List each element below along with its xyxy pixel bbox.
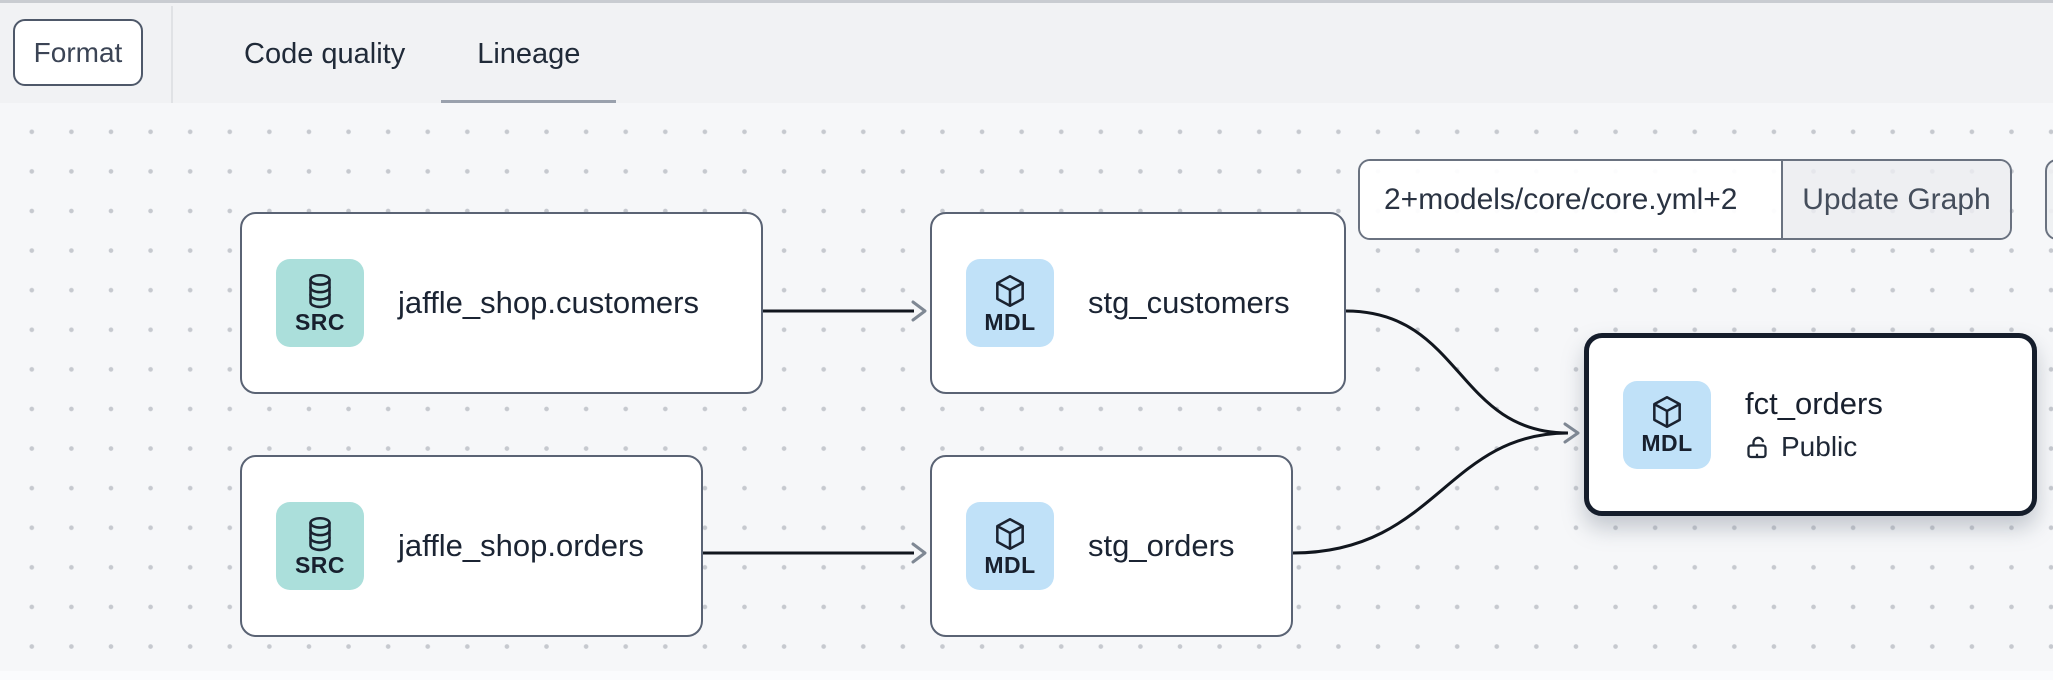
tab-lineage[interactable]: Lineage [441, 3, 617, 106]
cube-icon [1648, 394, 1686, 430]
badge-label: MDL [1641, 430, 1693, 456]
tab-bar: Code quality Lineage [208, 3, 617, 106]
model-badge: MDL [966, 259, 1054, 347]
node-text: fct_orders Public [1745, 386, 1883, 463]
node-label: fct_orders [1745, 386, 1883, 421]
model-badge: MDL [1623, 380, 1711, 469]
node-label: stg_orders [1088, 528, 1235, 563]
canvas-bottom-strip [0, 671, 2053, 680]
lineage-node-jaffle-shop-customers[interactable]: SRC jaffle_shop.customers [240, 212, 763, 394]
tab-code-quality[interactable]: Code quality [244, 38, 406, 70]
cube-icon [991, 273, 1029, 309]
database-icon [301, 516, 339, 552]
cube-icon [991, 516, 1029, 552]
source-badge: SRC [276, 502, 364, 590]
lineage-node-fct-orders-selected[interactable]: MDL fct_orders Public [1584, 333, 2037, 516]
update-graph-button[interactable]: Update Graph [1781, 161, 2010, 238]
toolbar-divider [171, 6, 173, 106]
unlock-icon [1745, 434, 1771, 460]
lineage-selector-group: Update Graph [1358, 159, 2012, 240]
badge-label: MDL [984, 308, 1036, 335]
model-badge: MDL [966, 502, 1054, 590]
lineage-node-stg-customers[interactable]: MDL stg_customers [930, 212, 1346, 394]
clipped-right-control[interactable] [2045, 159, 2053, 240]
lineage-node-jaffle-shop-orders[interactable]: SRC jaffle_shop.orders [240, 455, 703, 637]
badge-label: MDL [984, 551, 1036, 578]
badge-label: SRC [294, 308, 346, 335]
source-badge: SRC [276, 259, 364, 347]
node-label: jaffle_shop.customers [398, 285, 699, 320]
access-label: Public [1781, 431, 1858, 462]
badge-label: SRC [294, 551, 346, 578]
node-label: jaffle_shop.orders [398, 528, 644, 563]
node-label: stg_customers [1088, 285, 1290, 320]
format-button[interactable]: Format [13, 19, 143, 86]
access-row: Public [1745, 431, 1883, 463]
lineage-node-stg-orders[interactable]: MDL stg_orders [930, 455, 1293, 637]
database-icon [301, 273, 339, 309]
lineage-selector-input[interactable] [1360, 161, 1781, 238]
editor-toolbar: Format Code quality Lineage [0, 0, 2053, 106]
